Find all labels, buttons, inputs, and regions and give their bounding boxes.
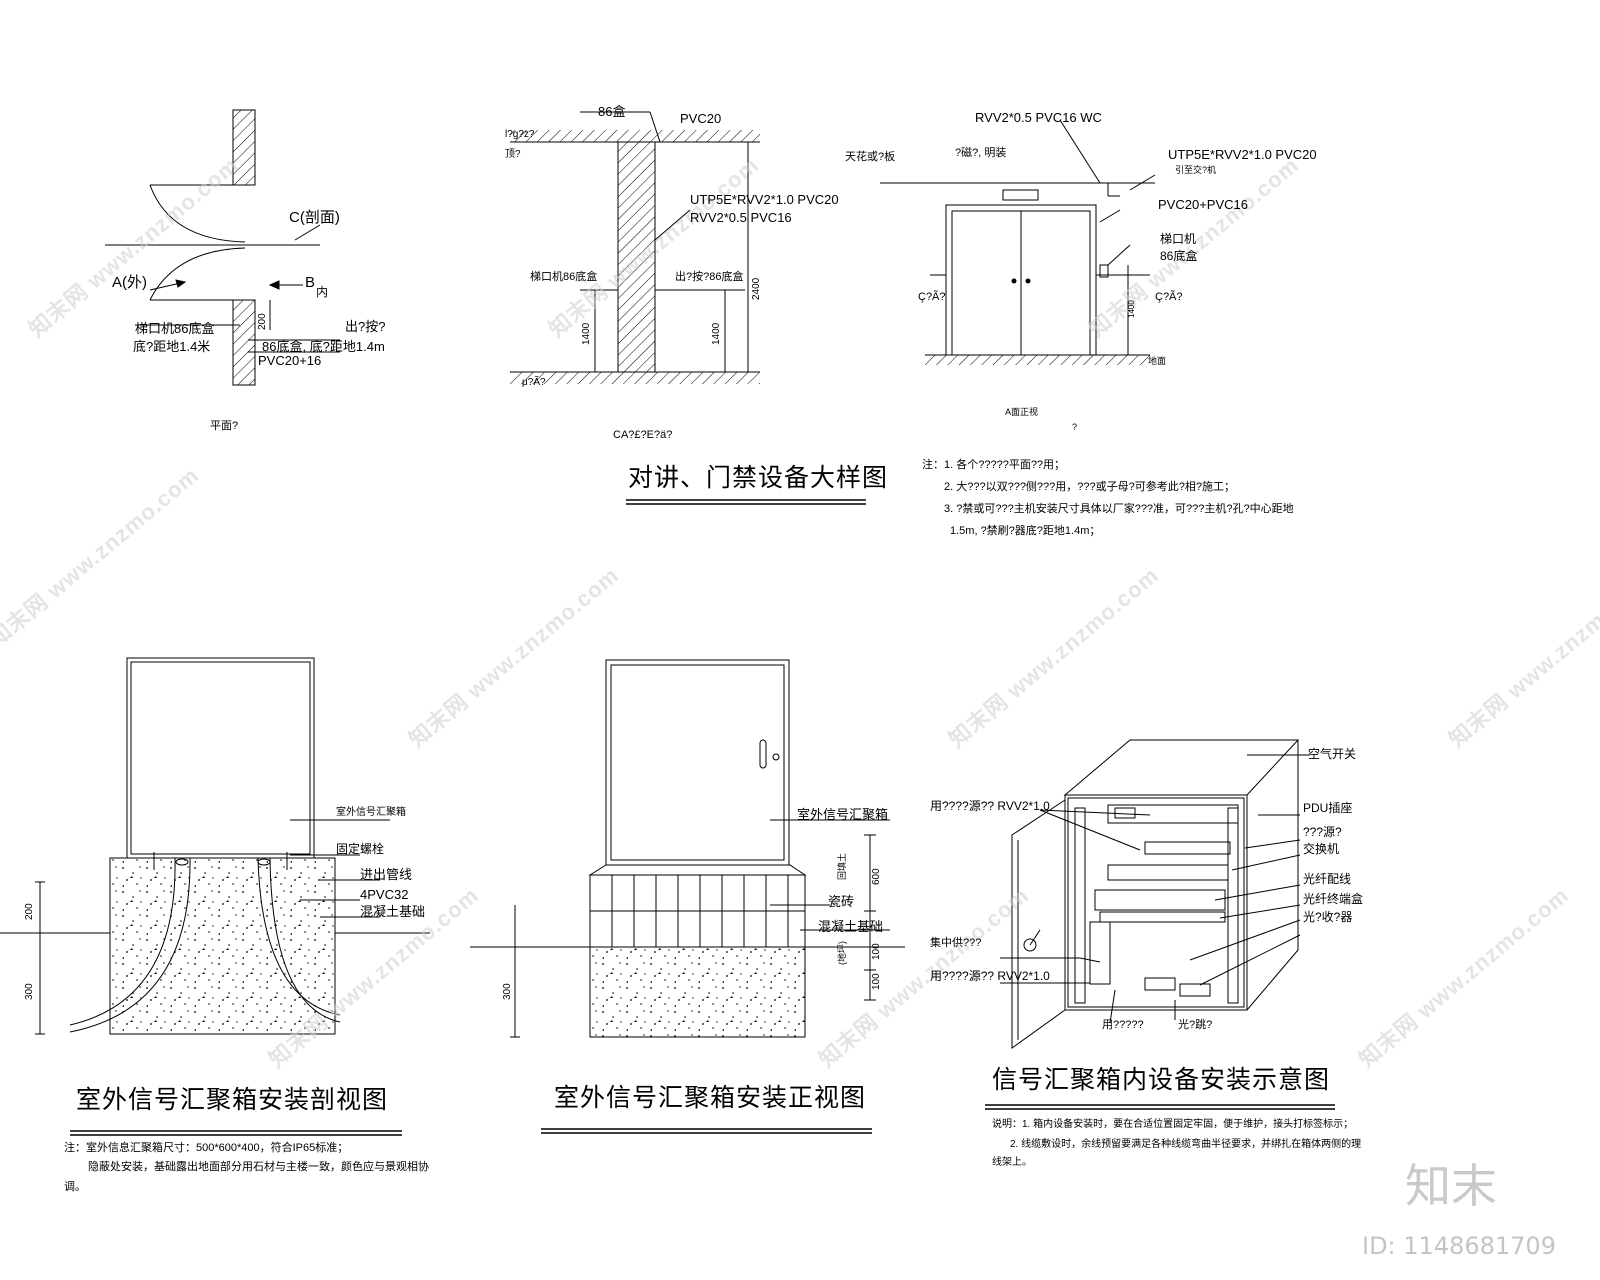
title-front-view: 室外信号汇聚箱安装正视图 xyxy=(554,1084,867,1112)
iv-switch: 交换机 xyxy=(1303,842,1340,856)
elev-ground: 地面 xyxy=(1148,356,1167,366)
intercom-elevation-drawing xyxy=(880,119,1156,365)
elev-cable-utp: UTP5E*RVV2*1.0 PVC20 xyxy=(1168,147,1317,162)
elev-note-3: 3. ?禁或可???主机安装尺寸具体以厂家???准，可???主机?孔?中心距地 xyxy=(944,503,1294,515)
fv-tile-label: 瓷砖 xyxy=(828,894,855,909)
elev-host: 梯口机 xyxy=(1160,232,1197,246)
elev-ceiling: 天花或?板 xyxy=(845,151,896,163)
section-ceiling-top: l?g?z? xyxy=(505,129,535,140)
sv-box-label: 室外信号汇聚箱 xyxy=(336,807,406,818)
front-view-drawing xyxy=(470,659,905,1038)
section-dim-1400-left: 1400 xyxy=(581,322,592,345)
section-dim-2400: 2400 xyxy=(751,277,762,300)
elev-dim-1400: 1400 xyxy=(1127,300,1136,318)
section-floor: μ?Ã? xyxy=(522,377,546,388)
iv-fiber-box: 光纤终端盒 xyxy=(1303,892,1364,906)
sv-bolt-label: 固定螺栓 xyxy=(336,842,385,856)
iv-air-switch: 空气开关 xyxy=(1308,747,1357,761)
iv-note-1: 说明：1. 箱内设备安装时，要在合适位置固定牢固，便于维护，接头打标签标示； xyxy=(992,1119,1354,1130)
sv-dim-300: 300 xyxy=(24,983,35,1000)
intercom-plan-drawing xyxy=(105,109,340,386)
iv-fiber-transceiver: 光?收?器 xyxy=(1303,910,1353,924)
elev-left-side: Ç?Ã? xyxy=(918,291,946,303)
title-underlines xyxy=(70,499,1335,1136)
elev-note-4: 1.5m, ?禁刷?器底?距地1.4m； xyxy=(950,525,1101,537)
image-id-label: ID: 1148681709 xyxy=(1362,1232,1556,1260)
fv-dim-600: 600 xyxy=(871,868,882,885)
sv-conduit-label: 进出管线 xyxy=(360,867,413,882)
title-inside-view: 信号汇聚箱内设备安装示意图 xyxy=(992,1066,1331,1094)
section-exit-box: 出?按?86底盒 xyxy=(675,271,744,283)
iv-cable-rvv-bottom: 用????源?? RVV2*1.0 xyxy=(930,969,1050,983)
plan-caption: 平面? xyxy=(210,420,239,432)
c-section-label: C(剖面) xyxy=(289,209,340,226)
section-cable2: RVV2*0.5 PVC16 xyxy=(690,210,792,225)
iv-central: 集中供??? xyxy=(930,937,982,949)
section-caption: CA?£?E?ä? xyxy=(613,429,673,441)
elev-cable-utp-sub: 引至交?机 xyxy=(1175,165,1217,175)
elev-lock: ?磁?, 明装 xyxy=(955,147,1007,159)
fv-box-label: 室外信号汇聚箱 xyxy=(797,807,889,822)
brand-logo: 知末 xyxy=(1405,1159,1497,1213)
sv-note-2: 隐蔽处安装，基础露出地面部分用石材与主楼一致，颜色应与景观相协 xyxy=(88,1161,429,1173)
iv-patch: 光纤配线 xyxy=(1303,872,1352,886)
sv-dim-200: 200 xyxy=(24,903,35,920)
title-intercom: 对讲、门禁设备大样图 xyxy=(628,464,889,492)
plan-pvc: PVC20+16 xyxy=(258,353,322,368)
plan-dim-200: 200 xyxy=(257,313,268,330)
plan-exit-label: 出?按? xyxy=(345,319,386,334)
iv-note-3: 线架上。 xyxy=(992,1157,1032,1168)
iv-bottom-right: 光?跳? xyxy=(1178,1019,1213,1031)
b-inside-label: B xyxy=(305,274,316,291)
fv-dim-300: 300 xyxy=(502,983,513,1000)
plan-host-box: 梯口机86底盒 xyxy=(135,321,215,336)
section-host-box: 梯口机86底盒 xyxy=(530,271,598,283)
iv-bottom-left: 用????? xyxy=(1102,1019,1144,1031)
elev-right-side: Ç?Ã? xyxy=(1155,291,1183,303)
elev-note-2: 2. 大???以双???侧???用，???或子母?可参考此?相?施工； xyxy=(944,481,1235,493)
inside-view-drawing xyxy=(1000,739,1310,1049)
iv-cable-rvv-top: 用????源?? RVV2*1.0 xyxy=(930,799,1050,813)
elev-pvc-combo: PVC20+PVC16 xyxy=(1158,197,1248,212)
fv-concrete-label: 混凝土基础 xyxy=(818,919,884,934)
section-cable1: UTP5E*RVV2*1.0 PVC20 xyxy=(690,192,839,207)
section-dim-1400-right: 1400 xyxy=(711,322,722,345)
plan-host-height: 底?距地1.4米 xyxy=(133,339,211,354)
section-view-drawing xyxy=(0,657,430,1035)
elev-caption: A面正视 xyxy=(1005,407,1039,417)
sv-conduit-spec: 4PVC32 xyxy=(360,887,409,902)
fv-dim-100b: 100 xyxy=(871,973,882,990)
iv-power: ???源? xyxy=(1303,825,1342,839)
section-pvc20: PVC20 xyxy=(680,111,722,126)
section-86box: 86盒 xyxy=(598,104,626,119)
a-outside-label: A(外) xyxy=(112,274,147,291)
fv-dim-100: 100 xyxy=(871,943,882,960)
b-inside-sub-label: 内 xyxy=(316,285,329,299)
section-ceiling-sub: 顶? xyxy=(505,149,521,160)
iv-pdu: PDU插座 xyxy=(1303,801,1353,815)
elev-cable-top: RVV2*0.5 PVC16 WC xyxy=(975,110,1102,125)
elev-note-1: 注：1. 各个?????平面??用； xyxy=(922,459,1066,471)
title-section-view: 室外信号汇聚箱安装剖视图 xyxy=(76,1086,389,1114)
iv-note-2: 2. 线缆敷设时，余线预留要满足各种线缆弯曲半径要求，并绑扎在箱体两侧的理 xyxy=(1010,1139,1362,1150)
sv-note-1: 注：室外信息汇聚箱尺寸：500*600*400，符合IP65标准； xyxy=(64,1142,349,1154)
elev-caption-suffix: ? xyxy=(1072,422,1078,432)
plan-box86: 86底盒, 底?距地1.4m xyxy=(262,339,385,354)
intercom-section-drawing xyxy=(510,111,760,384)
fv-side-label-2: (地坪) xyxy=(837,941,847,965)
fv-side-label-1: 回填土 xyxy=(837,852,847,880)
sv-note-3: 调。 xyxy=(64,1181,86,1193)
elev-host-box: 86底盒 xyxy=(1160,249,1198,263)
sv-concrete-label: 混凝土基础 xyxy=(360,904,426,919)
